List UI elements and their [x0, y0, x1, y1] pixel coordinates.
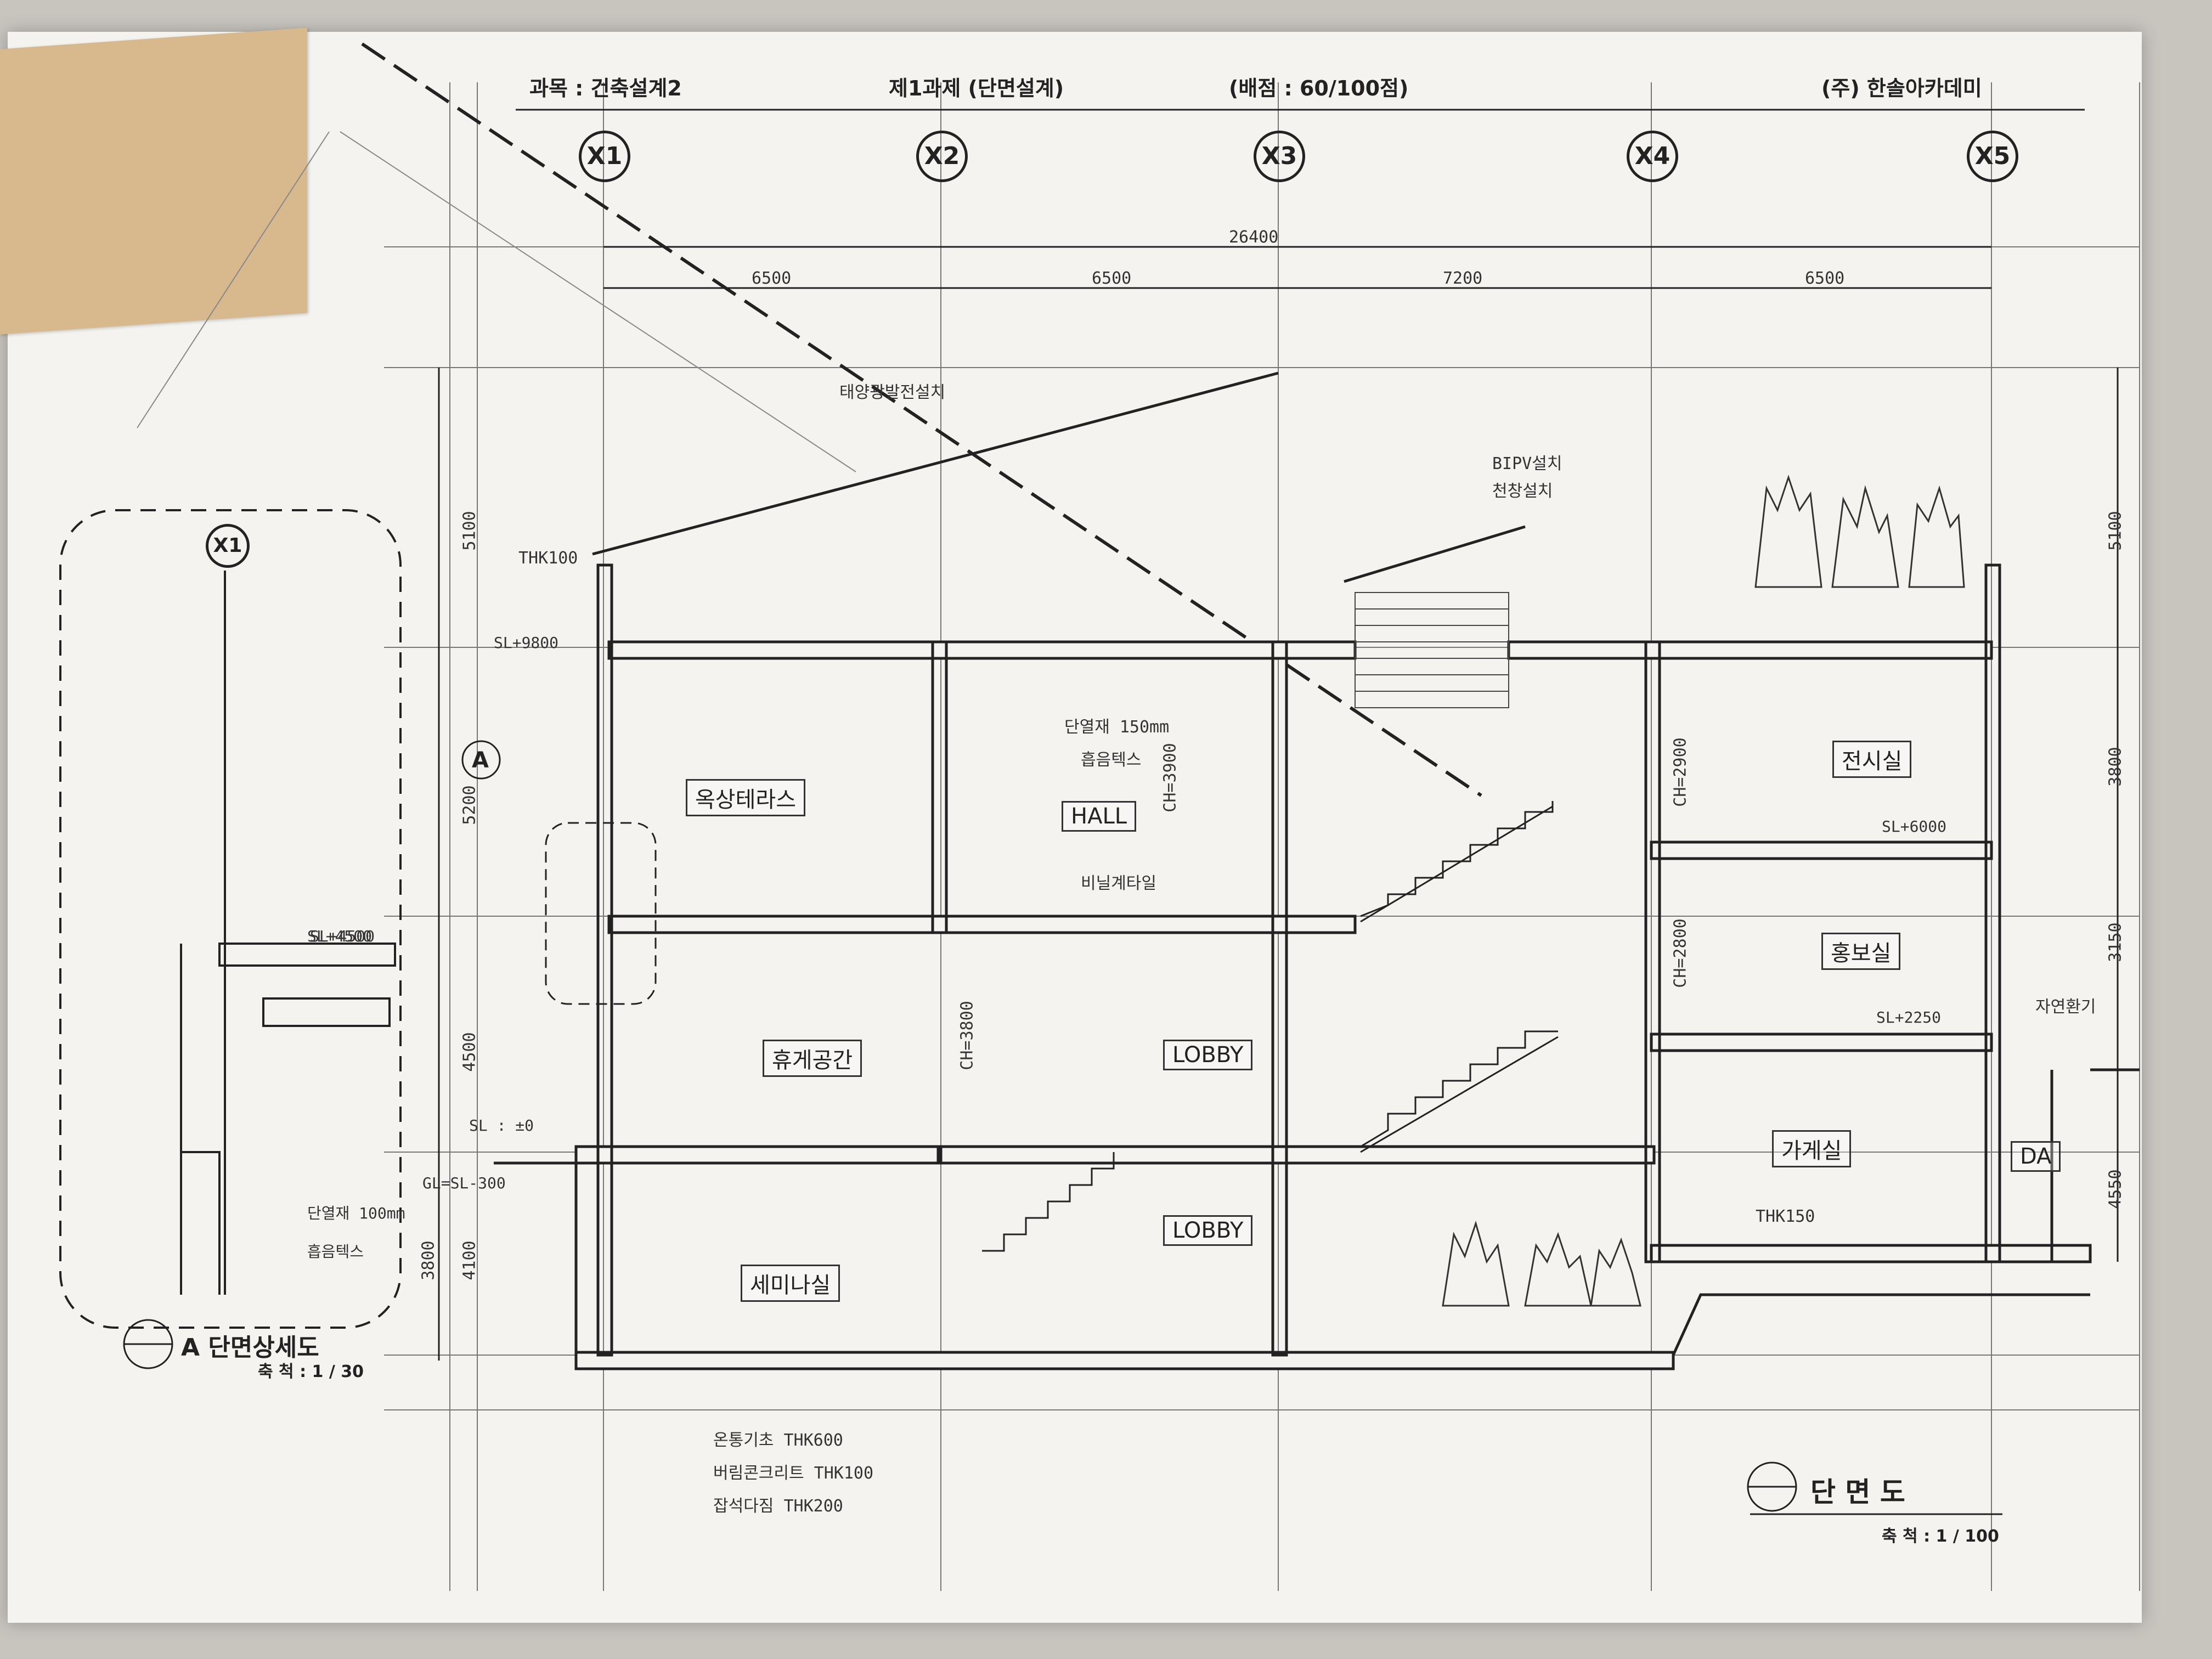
detail-note-acoustic: 흡음텍스: [307, 1243, 364, 1261]
room-promotion: 홍보실: [1821, 933, 1901, 970]
grid-bubble-x3: X3: [1254, 131, 1305, 182]
room-store: 가게실: [1772, 1130, 1852, 1167]
detail-title: A 단면상세도: [181, 1334, 319, 1362]
room-lobby-lower: LOBBY: [1163, 1215, 1253, 1246]
room-da: DA: [2011, 1141, 2061, 1172]
room-seminar: 세미나실: [741, 1265, 840, 1302]
level-sl-4500: SL+4500: [310, 927, 375, 945]
note-finish-vinyl: 비닐계타일: [1081, 874, 1156, 893]
detail-scale: 축 척 : 1 / 30: [258, 1362, 364, 1381]
note-insulation: 단열재 150mm: [1064, 718, 1170, 737]
room-hall: HALL: [1062, 801, 1137, 832]
main-scale: 축 척 : 1 / 100: [1882, 1527, 1999, 1546]
detail-marker: A: [472, 748, 489, 773]
level-sl-6000: SL+6000: [1882, 817, 1947, 836]
room-rooftop-terrace: 옥상테라스: [686, 779, 805, 816]
note-foundation-3: 잡석다짐 THK200: [713, 1497, 843, 1516]
room-exhibition: 전시실: [1832, 741, 1912, 778]
dim-right-3: 3150: [2106, 922, 2125, 962]
dim-left-1: 5100: [460, 511, 479, 551]
dim-left-3: 4500: [460, 1032, 479, 1072]
dim-left-2: 5200: [460, 785, 479, 825]
note-thk100: THK100: [518, 549, 578, 568]
dim-span-4: 6500: [1805, 269, 1845, 288]
grid-bubble-x2: X2: [916, 131, 968, 182]
note-ventilation: 자연환기: [2035, 997, 2096, 1017]
dim-right-4: 4550: [2106, 1169, 2125, 1209]
dim-span-3: 7200: [1443, 269, 1483, 288]
dim-right-1: 5100: [2106, 511, 2125, 551]
dim-right-2: 3800: [2106, 747, 2125, 787]
dim-left-4: 4100: [460, 1240, 479, 1280]
assignment-label: 제1과제 (단면설계): [889, 76, 1064, 100]
note-ceiling-4: CH=2800: [1671, 918, 1690, 988]
note-finish-acoustic: 흡음텍스: [1081, 751, 1142, 770]
note-ceiling-2: CH=2900: [1671, 737, 1690, 807]
dim-total: 26400: [1229, 228, 1279, 247]
detail-grid-bubble-x1: X1: [206, 524, 250, 568]
academy-label: (주) 한솔아카데미: [1821, 76, 1982, 100]
note-ceiling-1: CH=3900: [1160, 743, 1180, 812]
detail-sl-level: SL+4500: [307, 927, 373, 945]
score-label: (배점 : 60/100점): [1229, 76, 1409, 100]
detail-note-insulation: 단열재 100mm: [307, 1204, 405, 1222]
level-sl-zero: SL : ±0: [469, 1116, 534, 1135]
level-gl: GL=SL-300: [422, 1174, 506, 1192]
subject-label: 과목 : 건축설계2: [529, 76, 682, 100]
level-sl-2250: SL+2250: [1876, 1008, 1942, 1026]
room-lobby-upper: LOBBY: [1163, 1040, 1253, 1070]
note-skylight: 천창설치: [1492, 482, 1553, 501]
grid-bubble-x4: X4: [1627, 131, 1678, 182]
room-rest-area: 휴게공간: [763, 1040, 862, 1077]
grid-bubble-x1: X1: [579, 131, 630, 182]
note-bipv: BIPV설치: [1492, 454, 1562, 473]
note-ceiling-3: CH=3800: [957, 1001, 977, 1070]
level-sl-9800: SL+9800: [494, 634, 559, 652]
dim-span-1: 6500: [752, 269, 792, 288]
note-foundation-2: 버림콘크리트 THK100: [713, 1464, 874, 1483]
note-roof-pv: 태양광발전설치: [839, 383, 946, 402]
main-title: 단 면 도: [1810, 1476, 1905, 1508]
dim-span-2: 6500: [1092, 269, 1132, 288]
note-thk150: THK150: [1756, 1207, 1815, 1226]
note-foundation-1: 온통기초 THK600: [713, 1431, 843, 1450]
grid-bubble-x5: X5: [1967, 131, 2018, 182]
dim-left-5: 3800: [419, 1240, 438, 1280]
